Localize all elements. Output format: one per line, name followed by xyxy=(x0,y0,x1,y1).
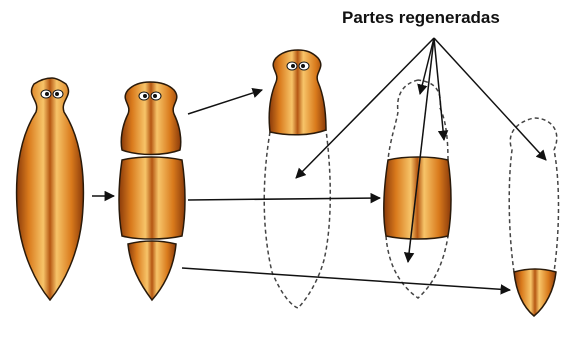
regenerated-parts-label: Partes regeneradas xyxy=(342,8,500,28)
arrow-icon xyxy=(420,38,434,94)
arrow-icon xyxy=(434,38,444,140)
cut-middle-piece xyxy=(119,157,185,239)
regenerating-head-fragment xyxy=(264,50,330,308)
whole-planarian xyxy=(17,78,84,300)
arrow-icon xyxy=(188,198,380,200)
arrow-icon xyxy=(182,268,510,290)
regenerated-tail-outline xyxy=(264,130,330,308)
cut-head-piece xyxy=(121,82,181,155)
whole-body xyxy=(17,78,84,300)
arrow-icon xyxy=(434,38,546,160)
regenerated-head-outline xyxy=(509,118,558,272)
arrow-icon xyxy=(188,90,262,114)
cut-tail-piece xyxy=(128,241,176,300)
